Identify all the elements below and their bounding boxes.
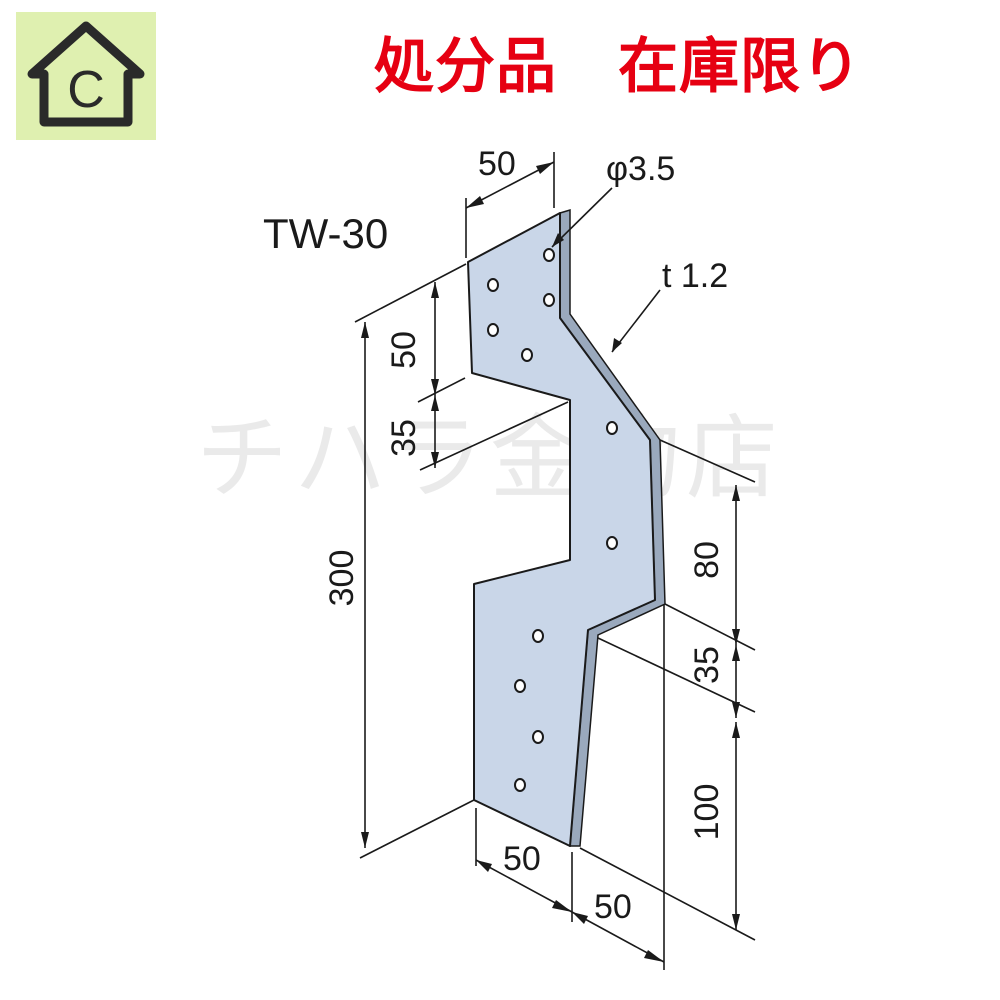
watermark: チハラ金物店 — [196, 405, 784, 512]
logo-letter: C — [67, 61, 105, 119]
dimension-arrows — [361, 162, 740, 962]
clearance-banner: 処分品 在庫限り — [374, 32, 862, 102]
dim-bottom-height: 100 — [688, 784, 726, 841]
dim-middle-height: 80 — [688, 541, 726, 579]
store-logo: C — [16, 12, 156, 140]
nail-hole — [543, 293, 555, 307]
nail-hole — [532, 629, 544, 643]
dimension-labels: TW-30 50 φ3.5 t 1.2 50 35 300 80 35 100 … — [263, 145, 728, 926]
nail-hole — [514, 778, 526, 792]
dim-bottom-width: 50 — [503, 840, 541, 878]
hole-diameter-label: φ3.5 — [606, 150, 675, 188]
nail-hole — [543, 248, 555, 262]
nail-hole — [606, 421, 618, 435]
nail-hole — [606, 536, 618, 550]
dim-second-offset: 35 — [688, 646, 726, 684]
thickness-label: t 1.2 — [662, 257, 728, 295]
nail-hole — [487, 278, 499, 292]
nail-hole — [532, 730, 544, 744]
model-label: TW-30 — [263, 210, 388, 257]
nail-hole — [487, 323, 499, 337]
dim-top-segment: 50 — [385, 331, 423, 369]
dim-first-offset: 35 — [385, 419, 423, 457]
house-c-logo-icon: C — [27, 21, 145, 127]
dimension-lines — [354, 152, 756, 970]
dim-bottom-offset-width: 50 — [594, 888, 632, 926]
nail-holes — [487, 248, 618, 792]
dim-overall-height: 300 — [323, 550, 361, 607]
nail-hole — [521, 348, 533, 362]
nail-hole — [514, 679, 526, 693]
dim-top-width: 50 — [478, 145, 516, 183]
